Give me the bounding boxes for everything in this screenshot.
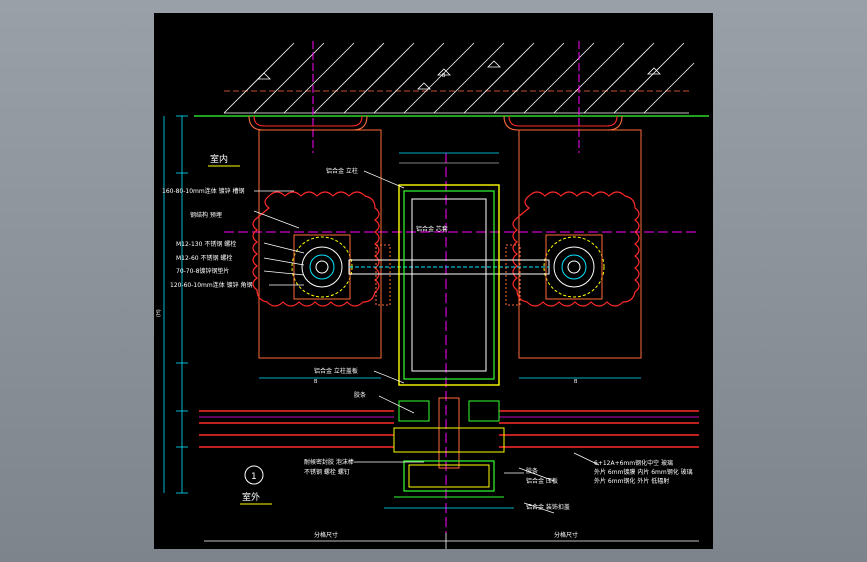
label-tube: 铝合金 立柱	[326, 167, 358, 175]
dim-bottom-right-label: 分格尺寸	[554, 531, 578, 539]
label-glass-2: 外片 6mm镀膜 内片 6mm钢化 玻璃	[594, 468, 693, 476]
label-plate: 120-60-10mm连体 镀锌 角钢	[170, 281, 253, 289]
label-screw: 不锈钢 螺栓 螺钉	[304, 468, 350, 476]
section-drawing: 室内 160-80-10mm连体 镀锌 槽钢 钢结构 预埋 M12-130 不锈…	[156, 41, 709, 549]
label-glass-3: 外片 6mm钢化 外片 低辐射	[594, 477, 669, 485]
label-bracket-2: 钢结构 预埋	[190, 211, 222, 219]
label-bolt-1: M12-130 不锈钢 螺栓	[176, 240, 236, 248]
bolt-assembly-right	[543, 234, 605, 300]
section-number: 1	[251, 472, 257, 482]
room-inside-label: 室内	[210, 153, 228, 165]
leader-lines	[253, 170, 600, 514]
label-profile: 铝合金 装饰扣盖	[526, 503, 570, 511]
embedded-plates	[248, 115, 623, 131]
dim-bottom-left-label: 分格尺寸	[314, 531, 338, 539]
label-seal: 胶条	[354, 391, 366, 399]
circle-marker-icon: 1 室外	[240, 465, 272, 505]
label-seal-2: 胶条	[526, 467, 538, 475]
concrete-slab	[223, 42, 695, 114]
room-outside-label: 室外	[242, 491, 260, 503]
cover-assembly	[393, 397, 505, 498]
label-strip: 耐候密封胶 泡沫棒	[304, 458, 354, 466]
through-bolt	[348, 244, 550, 306]
label-cap: 铝合金 压板	[526, 477, 558, 485]
axis-lines	[224, 41, 699, 533]
steel-brackets	[258, 129, 642, 359]
label-bracket-1: 160-80-10mm连体 镀锌 槽钢	[162, 187, 245, 195]
dim-left-label: B	[314, 379, 318, 385]
dim-right-label: B	[574, 379, 578, 385]
dim-total-label: (H)	[156, 309, 162, 317]
label-core: 铝合金 芯套	[416, 225, 448, 233]
cloud-insulation-icon	[252, 191, 640, 307]
label-bolt-2: M12-60 不锈钢 螺栓	[176, 254, 232, 262]
dimension-lines-bottom	[204, 152, 699, 549]
glass-panes	[199, 410, 699, 448]
label-washer: 70-70-8镀锌钢垫片	[176, 267, 229, 275]
dim-top-label: B	[442, 73, 446, 79]
aluminium-mullion	[398, 162, 500, 386]
dimension-lines-left	[163, 115, 188, 494]
label-glass-1: 6+12A+6mm钢化中空 玻璃	[594, 459, 673, 467]
label-cover: 铝合金 立柱盖板	[314, 367, 358, 375]
bolt-assembly-left	[291, 234, 353, 300]
cad-canvas[interactable]: 室内 160-80-10mm连体 镀锌 槽钢 钢结构 预埋 M12-130 不锈…	[154, 13, 713, 549]
